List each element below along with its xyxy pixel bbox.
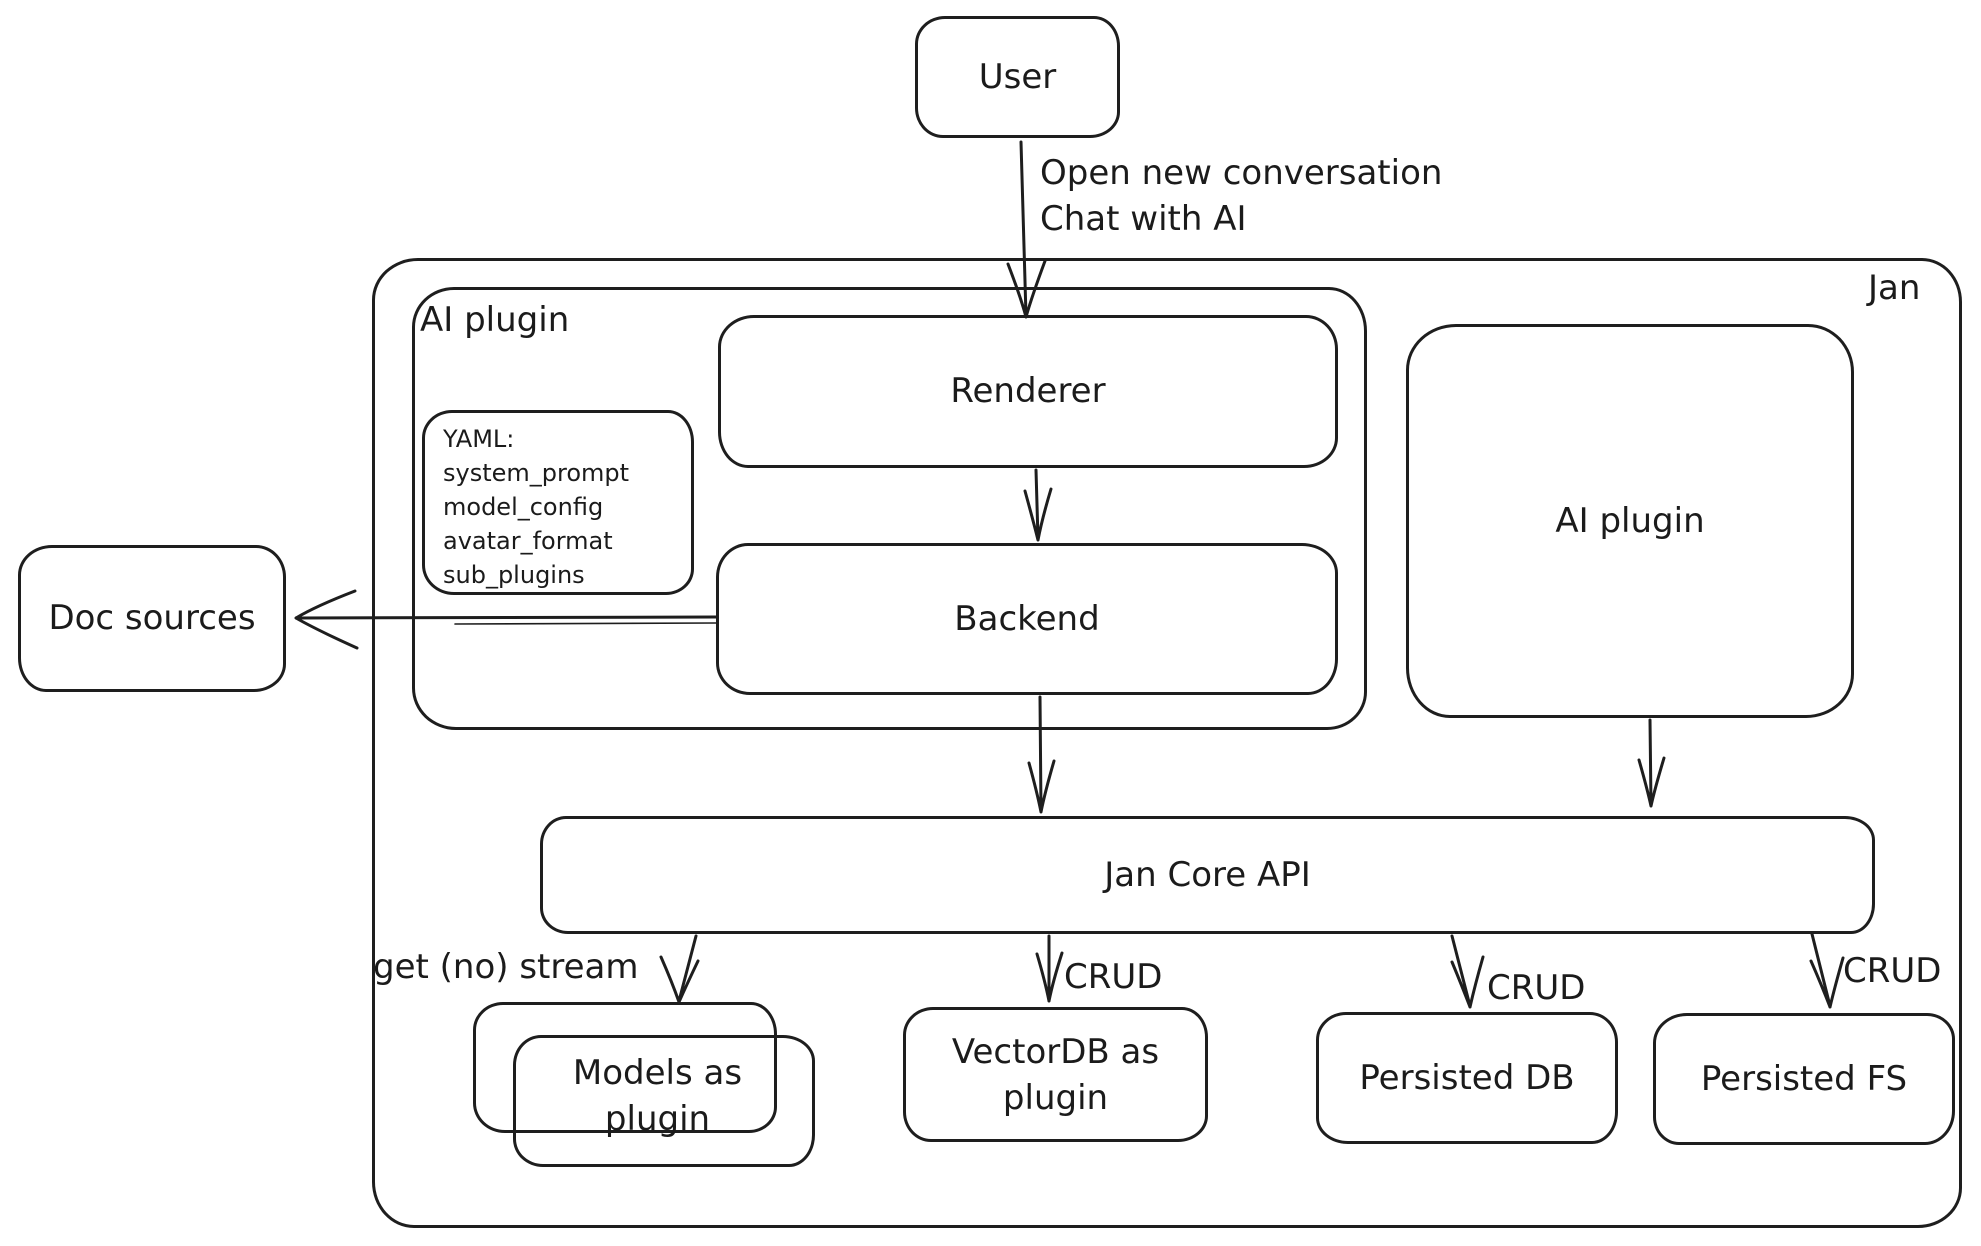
node-models-as-plugin-label: Models as plugin [572,1053,743,1139]
edge-label-get-no-stream: get (no) stream [373,947,639,987]
node-user-label: User [978,56,1057,97]
node-user: User [915,16,1120,138]
yaml-note-line-sub-plugins: sub_plugins [443,561,585,589]
node-doc-sources-label: Doc sources [48,598,256,639]
yaml-note-line-model-config: model_config [443,493,604,521]
node-jan-core-api: Jan Core API [540,816,1875,934]
edge-label-user-flow-line2: Chat with AI [1040,199,1247,239]
edge-label-crud-persisted-db: CRUD [1487,968,1586,1008]
node-vectordb-as-plugin-label: VectorDB as plugin [951,1031,1160,1118]
node-persisted-fs-label: Persisted FS [1700,1058,1908,1099]
node-persisted-fs: Persisted FS [1653,1013,1955,1145]
node-models-as-plugin [513,1035,815,1167]
node-renderer-label: Renderer [950,371,1106,412]
yaml-note-title: YAML: [443,425,515,453]
node-models-as-plugin-back-box [473,1002,777,1133]
edge-label-crud-vectordb: CRUD [1064,957,1163,997]
edge-label-user-flow-line1: Open new conversation [1040,153,1443,193]
jan-container-box [372,258,1962,1228]
jan-container-label: Jan [1868,268,1921,308]
ai-plugin-group-box [412,287,1367,730]
ai-plugin-group-label: AI plugin [420,300,570,340]
node-backend: Backend [716,543,1338,695]
edge-label-user-flow: Open new conversation Chat with AI [1040,150,1442,242]
node-renderer: Renderer [718,315,1338,468]
node-persisted-db: Persisted DB [1316,1012,1618,1144]
yaml-note-line-system-prompt: system_prompt [443,459,630,487]
node-jan-core-api-label: Jan Core API [1104,854,1311,895]
node-persisted-db-label: Persisted DB [1359,1057,1575,1098]
yaml-note-line-avatar-format: avatar_format [443,527,613,555]
node-ai-plugin-label: AI plugin [1555,500,1705,541]
node-doc-sources: Doc sources [18,545,286,692]
edge-label-crud-persisted-fs: CRUD [1843,951,1942,991]
yaml-note-box: YAML: system_prompt model_config avatar_… [422,410,694,595]
node-vectordb-as-plugin: VectorDB as plugin [903,1007,1208,1142]
node-ai-plugin: AI plugin [1406,324,1854,718]
node-backend-label: Backend [954,598,1100,639]
